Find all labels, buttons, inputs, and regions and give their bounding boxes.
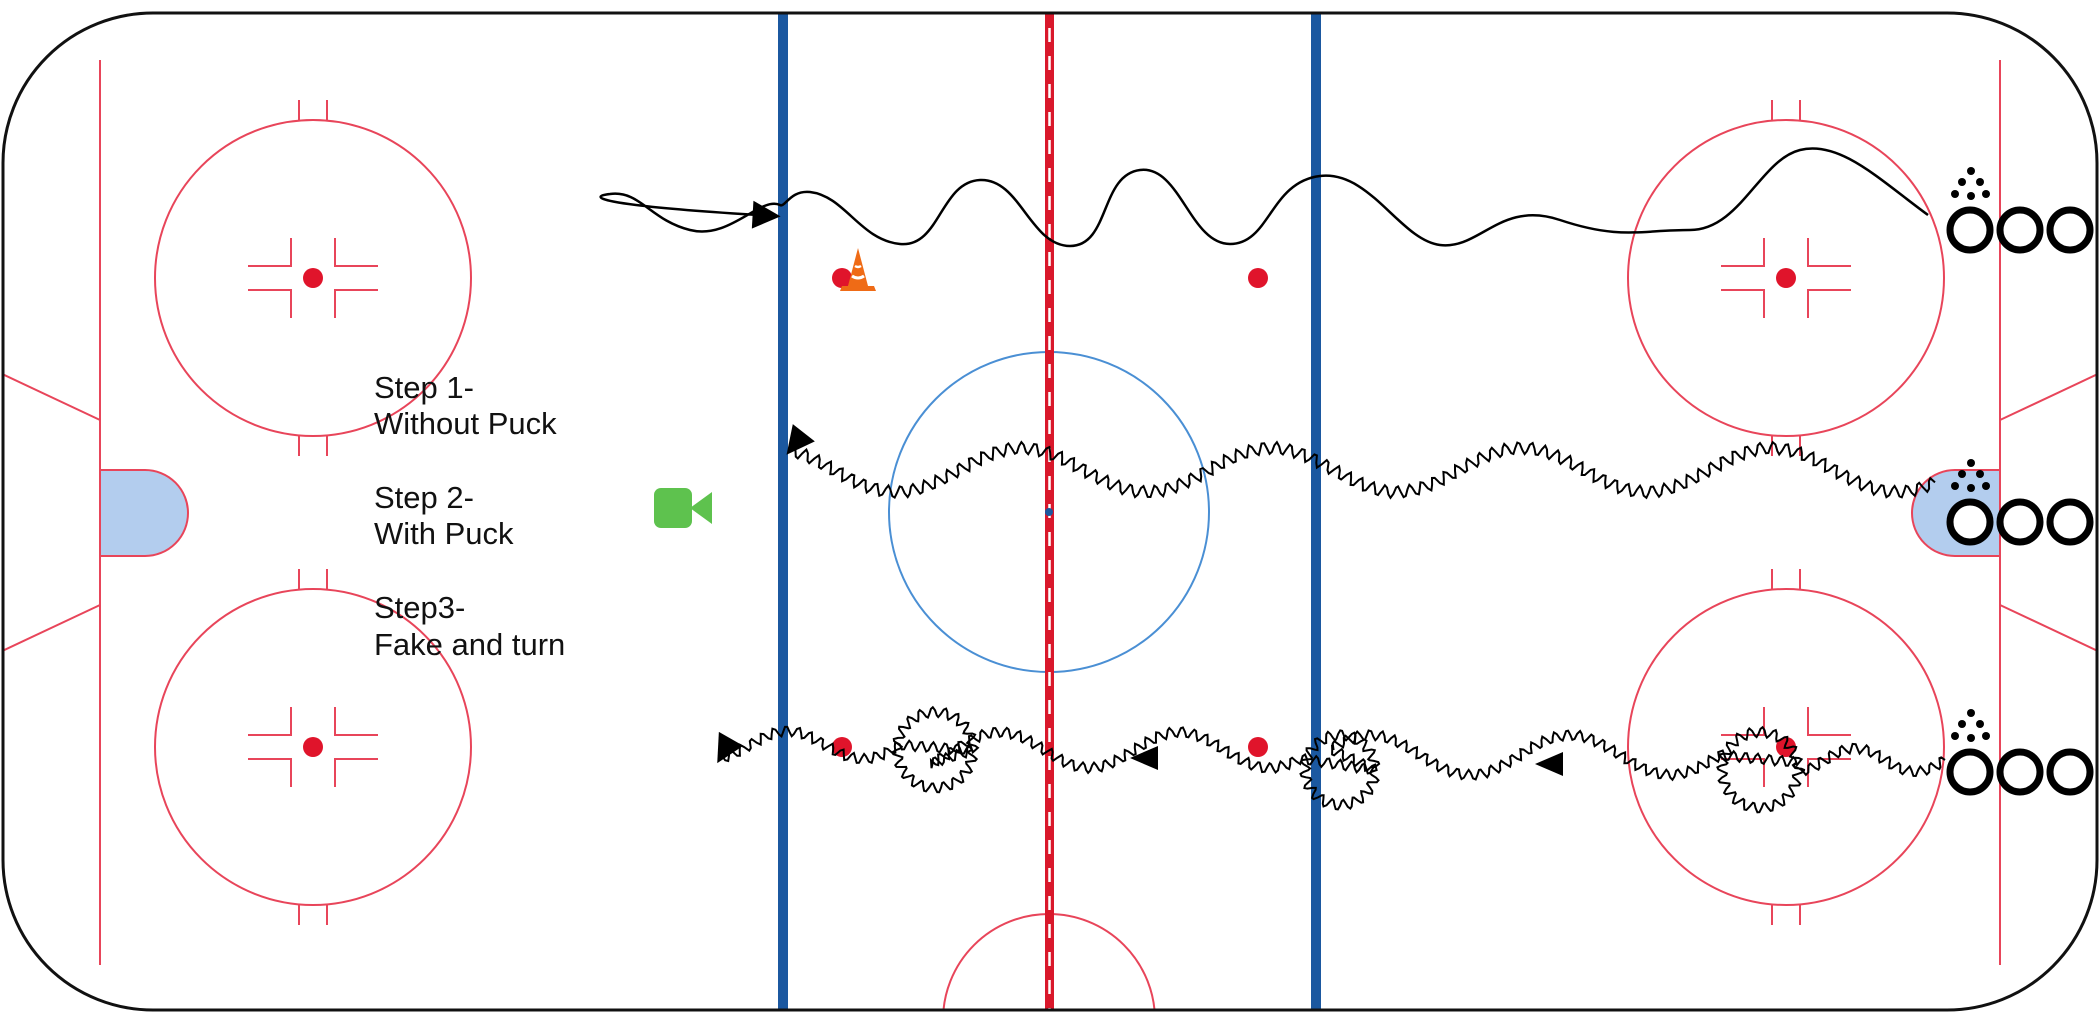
direction-arrow xyxy=(1535,752,1563,776)
neutral-dot-top-left xyxy=(832,268,852,288)
cone-icon xyxy=(840,248,876,291)
neutral-dot-bottom-right xyxy=(1248,737,1268,757)
step2-description: With Puck xyxy=(374,516,514,551)
step3-title: Step3- xyxy=(374,590,465,625)
skate-path-step2 xyxy=(786,424,1936,500)
step-labels: Step 1- Without Puck Step 2- With Puck S… xyxy=(374,370,565,662)
faceoff-circle-bottom-left xyxy=(154,569,472,925)
step3-description: Fake and turn xyxy=(374,627,565,662)
blue-line-right xyxy=(1311,13,1321,1010)
faceoff-circle-top-left xyxy=(154,100,472,456)
boards-line-left-top xyxy=(3,372,101,421)
center-dot xyxy=(1045,508,1053,516)
player-ring xyxy=(2046,498,2094,546)
step1-title: Step 1- xyxy=(374,370,474,405)
neutral-dot-top-right xyxy=(1248,268,1268,288)
blue-line-left xyxy=(778,13,788,1010)
video-camera-icon xyxy=(654,488,712,528)
player-ring xyxy=(1946,206,1994,254)
skate-path-step3 xyxy=(717,705,1946,814)
player-ring xyxy=(2046,206,2094,254)
faceoff-dot-top-left xyxy=(303,268,323,288)
player-group-bottom xyxy=(1946,709,2094,796)
puck-pile xyxy=(1951,167,1990,200)
puck-pile xyxy=(1951,459,1990,492)
step1-description: Without Puck xyxy=(374,406,557,441)
skate-path-step1 xyxy=(599,147,1929,248)
faceoff-dot-bottom-left xyxy=(303,737,323,757)
faceoff-circle-top-right xyxy=(1627,100,1945,456)
skate-path-step3-arrows xyxy=(1130,746,1563,776)
boards-line-left-bottom xyxy=(3,604,101,653)
player-ring xyxy=(1996,498,2044,546)
player-ring xyxy=(2046,748,2094,796)
player-group-top xyxy=(1946,167,2094,254)
goal-crease-left xyxy=(99,469,189,557)
rink-boards xyxy=(1,11,2099,1012)
player-group-middle xyxy=(1946,459,2094,546)
player-ring xyxy=(1996,748,2044,796)
player-ring xyxy=(1946,498,1994,546)
puck-pile xyxy=(1951,709,1990,742)
player-ring xyxy=(1946,748,1994,796)
boards-line-right-bottom xyxy=(1999,604,2097,653)
faceoff-dot-top-right xyxy=(1776,268,1796,288)
faceoff-circle-bottom-right xyxy=(1627,569,1945,925)
player-ring xyxy=(1996,206,2044,254)
direction-arrow xyxy=(1130,746,1158,770)
boards-line-right-top xyxy=(1999,372,2097,421)
neutral-dot-bottom-left xyxy=(832,737,852,757)
step2-title: Step 2- xyxy=(374,480,474,515)
